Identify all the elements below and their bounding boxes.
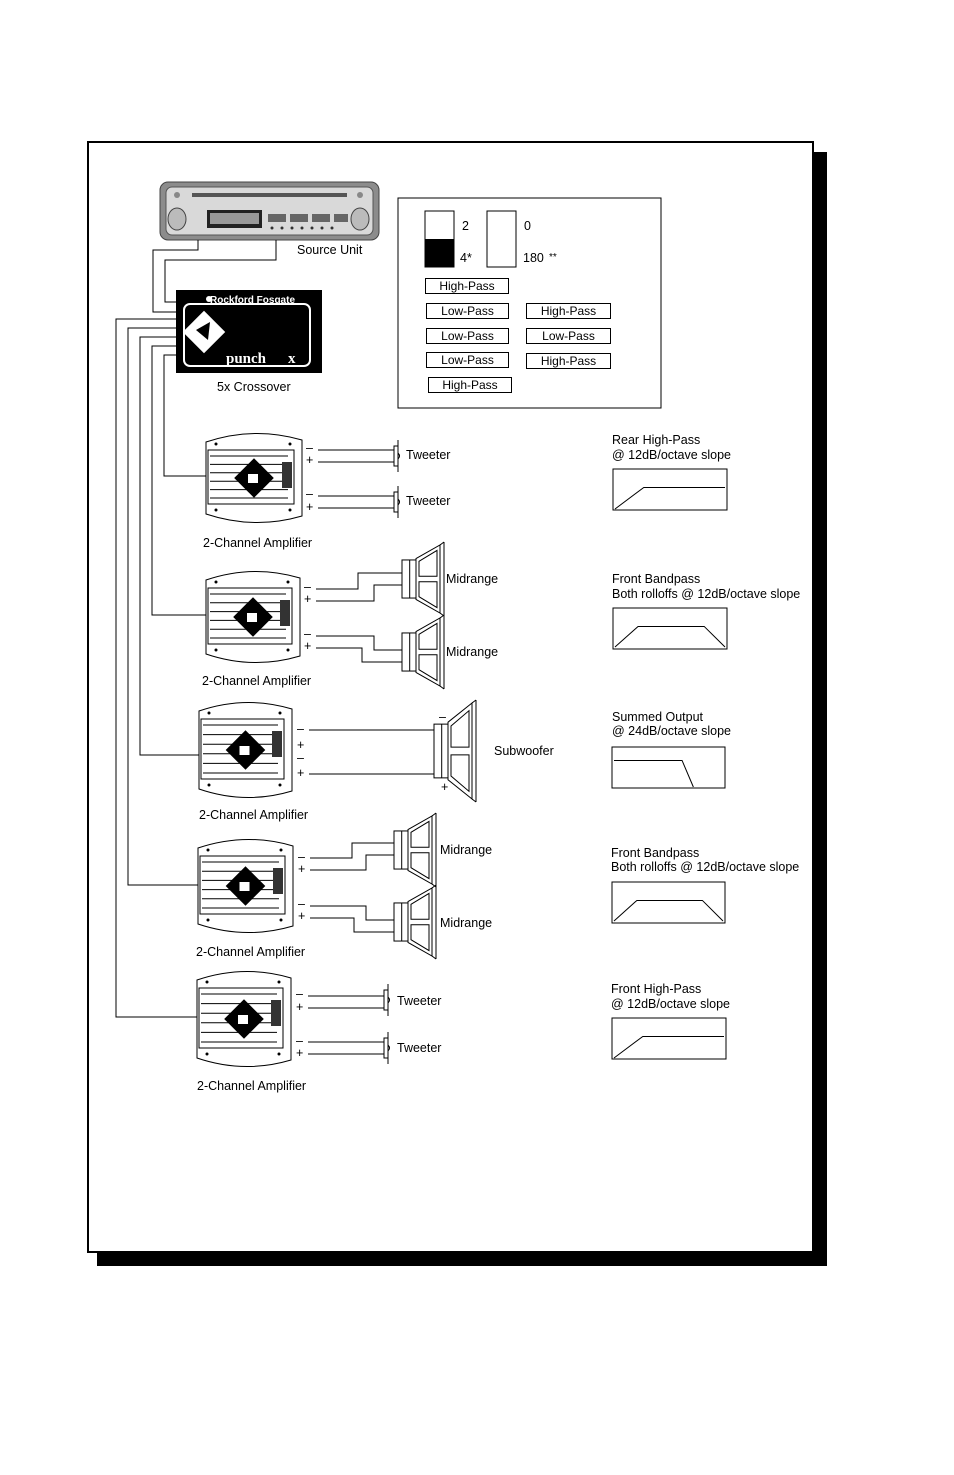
speaker-1-graphic (401, 541, 445, 617)
gain-switch-top: 2 (462, 219, 469, 233)
amp3-ch2-plus: + (297, 766, 305, 780)
response-4-title: Front Bandpass (611, 846, 700, 860)
amp5-ch1-plus: + (296, 1000, 304, 1014)
amp3-ch1-plus: + (297, 738, 305, 752)
filter-ch3a: Low-Pass (426, 328, 509, 344)
gain-switch-bottom: 4* (460, 251, 472, 265)
midrange-3-label: Midrange (440, 843, 493, 857)
source-to-crossover-wires (152, 240, 277, 313)
speaker-4-graphic (393, 812, 437, 888)
response-3-subtitle: @ 24dB/octave slope (612, 724, 732, 738)
response-2-curve (612, 607, 728, 650)
amplifier-5-graphic (196, 971, 292, 1067)
amplifier-5-label: 2-Channel Amplifier (197, 1079, 307, 1093)
settings-panel-frame (397, 197, 662, 409)
amp4-ch2-minus: – (298, 897, 305, 911)
filter-ch4b: High-Pass (526, 353, 611, 369)
crossover-graphic (176, 290, 322, 373)
amplifier-2-graphic (205, 571, 301, 663)
phase-switch-note: ** (549, 252, 557, 263)
phase-switch-bottom: 180 (523, 251, 544, 265)
crossover-output-wires (115, 318, 208, 1018)
crossover-brand: Rockford Fosgate (210, 295, 296, 306)
filter-ch5: High-Pass (428, 377, 512, 393)
amp4-ch1-plus: + (298, 862, 306, 876)
source-unit-label: Source Unit (297, 243, 363, 257)
amp1-ch1-minus: – (306, 441, 313, 455)
speaker-3-graphic (433, 699, 477, 803)
phase-switch (486, 210, 517, 268)
tweeter-2-graphic (393, 486, 400, 518)
amp3-ch1-minus: – (297, 722, 304, 736)
amplifier-1-label: 2-Channel Amplifier (203, 536, 313, 550)
tweeter-rear-right-label: Tweeter (406, 494, 451, 508)
amplifier-4-graphic (197, 839, 294, 933)
response-2-title: Front Bandpass (612, 572, 701, 586)
amp5-ch2-plus: + (296, 1046, 304, 1060)
speaker-5-graphic (393, 884, 437, 960)
amplifier-1-graphic (205, 433, 303, 523)
amp1-ch2-minus: – (306, 487, 313, 501)
amplifier-4-label: 2-Channel Amplifier (196, 945, 306, 959)
amp5-ch1-minus: – (296, 987, 303, 1001)
amplifier-2-label: 2-Channel Amplifier (202, 674, 312, 688)
amp3-ch2-minus: – (297, 751, 304, 765)
speaker-2-graphic (401, 614, 445, 690)
response-4-curve (611, 881, 726, 924)
midrange-2-label: Midrange (446, 645, 499, 659)
subwoofer-plus-label: + (441, 780, 449, 794)
response-3-curve (611, 746, 726, 789)
response-4-subtitle: Both rolloffs @ 12dB/octave slope (611, 860, 800, 874)
amp4-ch1-minus: – (298, 850, 305, 864)
crossover-label: 5x Crossover (217, 380, 291, 394)
amp1-ch2-plus: + (306, 500, 314, 514)
filter-ch1: High-Pass (425, 278, 509, 294)
response-1-title: Rear High-Pass (612, 433, 701, 447)
subwoofer-minus-label: – (439, 710, 446, 724)
amp2-ch1-minus: – (304, 580, 311, 594)
amp5-ch2-minus: – (296, 1034, 303, 1048)
source-unit-graphic (159, 181, 380, 241)
amp2-ch2-plus: + (304, 639, 312, 653)
response-5-title: Front High-Pass (611, 982, 702, 996)
response-5-curve (611, 1017, 727, 1060)
tweeter-4-graphic (383, 1032, 390, 1064)
crossover-product: punch (226, 351, 267, 367)
filter-ch4a: Low-Pass (426, 352, 509, 368)
phase-switch-top: 0 (524, 219, 531, 233)
response-3-title: Summed Output (612, 710, 704, 724)
midrange-4-label: Midrange (440, 916, 493, 930)
amplifier-3-graphic (198, 702, 293, 798)
tweeter-front-right-label: Tweeter (397, 1041, 442, 1055)
response-1-subtitle: @ 12dB/octave slope (612, 448, 732, 462)
amp1-ch1-plus: + (306, 453, 314, 467)
subwoofer-label: Subwoofer (494, 744, 554, 758)
tweeter-1-graphic (393, 440, 400, 472)
midrange-1-label: Midrange (446, 572, 499, 586)
response-1-curve (612, 468, 728, 511)
filter-ch2a: Low-Pass (426, 303, 509, 319)
filter-ch3b: Low-Pass (526, 328, 611, 344)
response-5-subtitle: @ 12dB/octave slope (611, 997, 731, 1011)
tweeter-rear-left-label: Tweeter (406, 448, 451, 462)
amp2-ch1-plus: + (304, 592, 312, 606)
amplifier-3-label: 2-Channel Amplifier (199, 808, 309, 822)
tweeter-front-left-label: Tweeter (397, 994, 442, 1008)
filter-ch2b: High-Pass (526, 303, 611, 319)
tweeter-3-graphic (383, 984, 390, 1016)
response-2-subtitle: Both rolloffs @ 12dB/octave slope (612, 587, 801, 601)
amp2-ch2-minus: – (304, 627, 311, 641)
amp4-ch2-plus: + (298, 909, 306, 923)
crossover-model-mark: x (288, 351, 296, 367)
